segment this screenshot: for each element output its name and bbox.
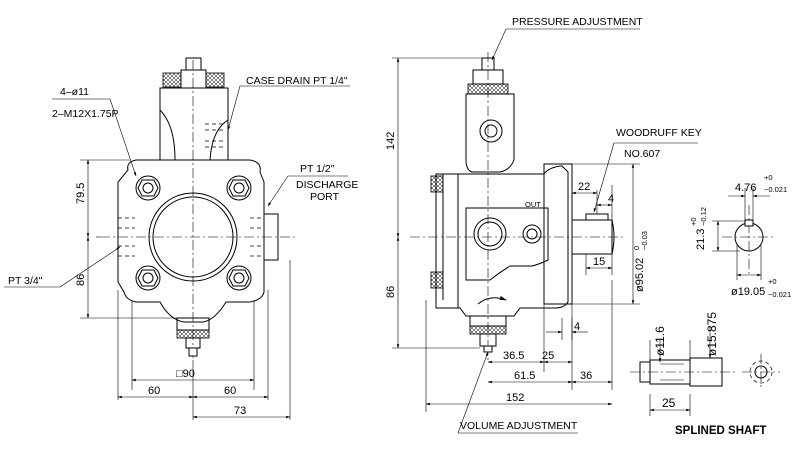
shaft-section — [712, 188, 775, 280]
labels: PRESSURE ADJUSTMENT CASE DRAIN PT 1/4" 4… — [8, 16, 791, 437]
dim-60-right: 60 — [224, 385, 236, 397]
dim-spline-large: ø15.875 — [705, 312, 719, 356]
dim-86-front: 86 — [75, 274, 87, 286]
dim-pilot-tol-lower: −0.03 — [640, 231, 649, 250]
dim-22: 22 — [578, 181, 590, 193]
dim-key-width: 4.76 — [735, 182, 756, 194]
dim-spline-small: ø11.6 — [653, 326, 667, 356]
front-view — [100, 57, 296, 360]
dim-4-bottom: 4 — [574, 321, 580, 333]
dim-15: 15 — [593, 256, 605, 268]
dim-key-width-tol-upper: +0 — [764, 173, 773, 182]
dim-61-5: 61.5 — [514, 370, 535, 382]
dim-shaft-dia-tol-lower: −0.021 — [768, 290, 791, 299]
dim-60-left: 60 — [148, 385, 160, 397]
dim-key-height-tol-upper: +0 — [689, 217, 698, 226]
woodruff-number-label: NO.607 — [624, 148, 660, 160]
pt-half-label: PT 1/2" — [300, 163, 335, 175]
discharge-label: DISCHARGE — [296, 179, 358, 191]
splined-shaft — [630, 326, 780, 416]
dim-key-height-tol-lower: −0.12 — [699, 207, 708, 226]
thread-label: 2–M12X1.75P — [52, 108, 119, 120]
dim-142: 142 — [385, 132, 397, 150]
dim-shaft-dia: ø19.05 — [731, 286, 765, 298]
dim-key-height: 21.3 — [695, 229, 707, 250]
out-label: OUT — [525, 200, 541, 209]
dim-86-side: 86 — [385, 286, 397, 298]
front-view-dimensions — [80, 159, 291, 420]
side-view — [410, 52, 625, 360]
dim-pilot-tol-upper: 0 — [632, 246, 641, 250]
woodruff-key-label: WOODRUFF KEY — [616, 127, 702, 139]
dim-152: 152 — [506, 392, 524, 404]
dim-4-top: 4 — [608, 193, 614, 205]
case-drain-label: CASE DRAIN PT 1/4" — [246, 75, 348, 87]
dim-spline-25: 25 — [662, 396, 676, 410]
side-view-leaders — [457, 28, 698, 434]
dim-36: 36 — [580, 370, 592, 382]
side-view-dimensions — [392, 57, 640, 412]
pt-three-quarter-label: PT 3/4" — [8, 275, 43, 287]
dim-36-5: 36.5 — [503, 350, 524, 362]
dim-sq90: □90 — [176, 368, 195, 380]
volume-adjustment-label: VOLUME ADJUSTMENT — [460, 420, 578, 432]
dim-79-5: 79.5 — [75, 183, 87, 204]
front-view-leaders — [4, 85, 350, 288]
dim-pilot-dia: ø95.02 — [634, 258, 646, 292]
dim-shaft-dia-tol-upper: +0 — [768, 277, 777, 286]
dim-key-width-tol-lower: −0.021 — [764, 185, 787, 194]
dim-25: 25 — [542, 350, 554, 362]
dim-73: 73 — [234, 405, 246, 417]
port-label: PORT — [310, 191, 340, 203]
pressure-adjustment-label: PRESSURE ADJUSTMENT — [512, 16, 643, 28]
holes-label: 4–ø11 — [60, 86, 89, 98]
splined-shaft-label: SPLINED SHAFT — [675, 425, 766, 437]
